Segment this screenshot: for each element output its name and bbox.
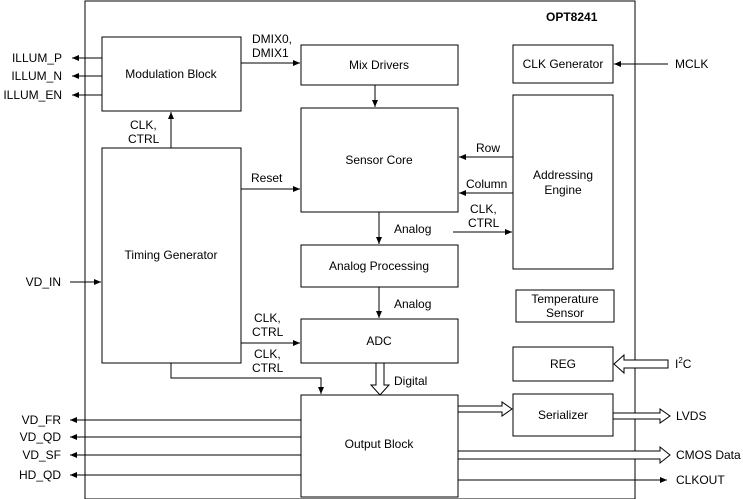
vd-fr-label: VD_FR	[22, 413, 62, 427]
row-label: Row	[476, 141, 500, 155]
adc-label: ADC	[366, 334, 392, 348]
output-block-label: Output Block	[345, 437, 415, 451]
serializer-label: Serializer	[538, 408, 588, 422]
addressing-engine-label-2: Engine	[544, 183, 582, 197]
column-label: Column	[466, 177, 507, 191]
i2c-label-end: C	[683, 357, 692, 371]
illum-en-label: ILLUM_EN	[3, 88, 62, 102]
adc-block	[300, 318, 459, 364]
clk-ctrl-a-label-1: CLK,	[130, 118, 157, 132]
clk-ctrl-d-label-1: CLK,	[254, 347, 281, 361]
addressing-engine-block	[512, 94, 614, 270]
timing-generator-label: Timing Generator	[125, 248, 218, 262]
temperature-sensor-label-2: Sensor	[546, 306, 584, 320]
output-block	[300, 394, 459, 498]
i2c-hollow-arrow	[613, 353, 669, 375]
hd-qd-label: HD_QD	[19, 468, 61, 482]
clk-ctrl-c-label-2: CTRL	[252, 325, 284, 339]
lvds-label: LVDS	[676, 409, 706, 423]
dmix0-label: DMIX0,	[252, 32, 292, 46]
clk-ctrl-b-label-1: CLK,	[470, 202, 497, 216]
addressing-engine-label-1: Addressing	[533, 168, 593, 182]
analog-1-label: Analog	[394, 222, 431, 236]
reg-label: REG	[550, 357, 576, 371]
temperature-sensor-label-1: Temperature	[531, 292, 599, 306]
clk-ctrl-d-label-2: CTRL	[252, 361, 284, 375]
i2c-label-sup: 2	[678, 356, 683, 365]
modulation-block	[101, 36, 242, 112]
reg-block	[512, 346, 614, 382]
analog-processing-block	[300, 244, 459, 288]
clk-generator-block	[512, 44, 614, 84]
timing-generator-block	[101, 147, 242, 364]
clk-ctrl-d-arrow	[170, 363, 324, 394]
illum-n-label: ILLUM_N	[11, 69, 62, 83]
cmos-data-hollow-arrow	[457, 445, 671, 465]
cmos-data-label: CMOS Data	[676, 448, 741, 462]
dmix1-label: DMIX1	[252, 46, 289, 60]
digital-label: Digital	[394, 374, 427, 388]
reset-label: Reset	[251, 171, 283, 185]
clk-ctrl-b-label-2: CTRL	[468, 216, 500, 230]
output-to-serializer-arrow	[457, 401, 513, 417]
analog-processing-label: Analog Processing	[329, 259, 429, 273]
temperature-sensor-block	[515, 289, 615, 323]
vd-qd-label: VD_QD	[20, 430, 62, 444]
mix-drivers-label: Mix Drivers	[349, 58, 409, 72]
i2c-label-main: I	[675, 357, 678, 371]
mclk-label: MCLK	[675, 57, 708, 71]
vd-in-label: VD_IN	[26, 275, 61, 289]
i2c-label: I2C	[675, 356, 692, 371]
clkout-label: CLKOUT	[676, 473, 725, 487]
sensor-core-block	[300, 107, 459, 213]
clk-generator-label: CLK Generator	[523, 57, 604, 71]
clk-ctrl-c-label-1: CLK,	[254, 311, 281, 325]
sensor-core-label: Sensor Core	[345, 153, 413, 167]
chip-name: OPT8241	[546, 10, 598, 24]
analog-2-label: Analog	[394, 297, 431, 311]
serializer-block	[512, 393, 614, 437]
mix-drivers-block	[300, 44, 459, 86]
illum-p-label: ILLUM_P	[12, 51, 62, 65]
clk-ctrl-a-label-2: CTRL	[128, 132, 160, 146]
vd-sf-label: VD_SF	[22, 448, 61, 462]
lvds-hollow-arrow	[612, 408, 671, 424]
digital-hollow-arrow	[369, 362, 391, 396]
modulation-block-label: Modulation Block	[125, 67, 217, 81]
